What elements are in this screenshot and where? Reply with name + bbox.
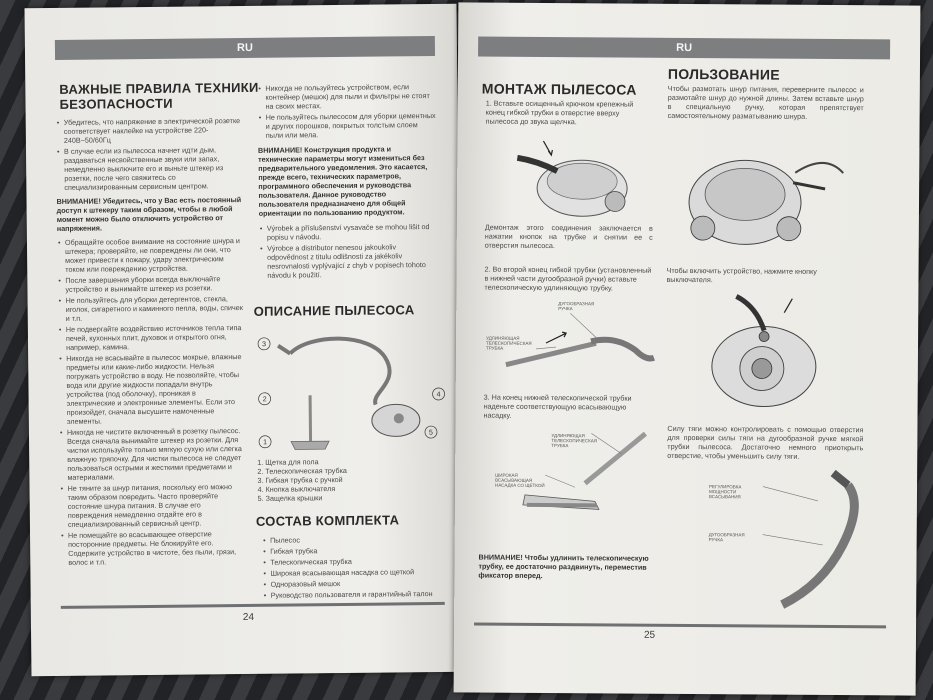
list-item: Не пользуйтесь пылесосом для уборки цеме… [266, 111, 436, 140]
diagram-number: 4 [437, 391, 441, 398]
safety-title-line-2: БЕЗОПАСНОСТИ [59, 95, 173, 112]
list-item: Никогда не пользуйтесь устройством, если… [265, 82, 435, 111]
footer-rule [60, 601, 445, 609]
parts-ordered-list: Щетка для пола Телескопическая трубка Ги… [255, 456, 445, 503]
list-item: Защелка крышки [266, 492, 446, 503]
diagram-number: 2 [263, 396, 267, 403]
list-item: Výrobek a příslušenství vysavače se moho… [267, 222, 437, 242]
kit-title: СОСТАВ КОМПЛЕКТА [255, 512, 400, 529]
safety-title-line-1: ВАЖНЫЕ ПРАВИЛА ТЕХНИКИ [59, 79, 259, 97]
list-item: Никогда не всасывайте в пылесос мокрые, … [66, 352, 245, 426]
mounting-title: МОНТАЖ ПЫЛЕСОСА [481, 80, 637, 98]
mount-step-3: 3. На конец нижней телескопической трубк… [483, 392, 632, 420]
language-band: RU [54, 35, 436, 60]
tube-callout: УДЛИНЯЮЩАЯ ТЕЛЕСКОПИЧЕСКАЯ ТРУБКА [485, 335, 532, 351]
usage-suction-text: Силу тяги можно контролировать с помощью… [667, 423, 864, 461]
mount-step-1: 1. Вставьте осищенный крючком крепежный … [485, 98, 634, 127]
cord-unwind-illustration [675, 132, 846, 255]
list-item: Не пользуйтесь для уборки детергентов, с… [66, 294, 244, 323]
kit-list: Пылесос Гибкая трубка Телескопическая тр… [262, 534, 449, 602]
nozzle-callout: ШИРОКАЯ ВСАСЫВАЮЩАЯ НАСАДКА СО ЩЕТКОЙ [495, 472, 545, 489]
safety-list-b: Обращайте особое внимание на состояние ш… [57, 236, 246, 567]
page-number: 25 [643, 629, 656, 641]
footer-rule [474, 622, 887, 629]
regulator-callout: РЕГУЛИРОВКА МОЩНОСТИ ВСАСЫВАНИЯ [708, 484, 742, 500]
left-page: RU ВАЖНЫЕ ПРАВИЛА ТЕХНИКИ БЕЗОПАСНОСТИ У… [24, 3, 464, 677]
list-item: Широкая всасывающая насадка со щеткой [270, 567, 448, 578]
safety-title: ВАЖНЫЕ ПРАВИЛА ТЕХНИКИ БЕЗОПАСНОСТИ [59, 80, 259, 112]
kit-items: Пылесос Гибкая трубка Телескопическая тр… [262, 534, 449, 600]
language-band: RU [478, 36, 891, 60]
warning-telescopic: ВНИМАНИЕ! Чтобы удлинить телескопическую… [478, 552, 649, 580]
tube-callout-2: УДЛИНЯЮЩАЯ ТЕЛЕСКОПИЧЕСКАЯ ТРУБКА [551, 433, 597, 449]
power-button-illustration [696, 286, 837, 417]
page-number: 24 [242, 611, 255, 624]
warning-access: ВНИМАНИЕ! Убедитесь, что у Вас есть пост… [56, 195, 242, 233]
list-item: Одноразовый мешок [271, 578, 449, 589]
list-item: Обращайте особое внимание на состояние ш… [65, 236, 243, 274]
mount-step-1-text: Вставьте осищенный крючком крепежный кон… [485, 98, 634, 127]
warning-changes: ВНИМАНИЕ! Конструкция продукта и техниче… [257, 144, 428, 218]
usage-title: ПОЛЬЗОВАНИЕ [667, 65, 780, 83]
list-item: Телескопическая трубка [270, 556, 448, 567]
suction-regulator-illustration [682, 464, 863, 615]
list-item: Výrobce a distributor nenesou jakoukoliv… [267, 242, 437, 279]
mount-step-2-text: Во второй конец гибкой трубки (установле… [484, 264, 652, 293]
list-item: Гибкая трубка [270, 545, 448, 555]
diagram-number: 3 [262, 341, 266, 348]
mount-step-2: 2. Во второй конец гибкой трубки (устано… [484, 264, 652, 293]
description-title: ОПИСАНИЕ ПЫЛЕСОСА [253, 302, 415, 319]
list-item: Руководство пользователя и гарантийный т… [271, 589, 449, 600]
list-item: После завершения уборки всегда выключайт… [65, 274, 243, 294]
mount-step-3-text: На конец нижней телескопической трубки н… [483, 392, 632, 420]
list-item: В случае если из пылесоса начнет идти ды… [64, 145, 242, 192]
diagram-number: 5 [429, 430, 433, 437]
list-item: Пылесос [270, 534, 448, 544]
handle-callout-2: ДУГООБРАЗНАЯ РУЧКА [708, 532, 745, 543]
czech-notes: Výrobek a příslušenství vysavače se moho… [259, 222, 438, 280]
list-item: Никогда не чистите включенный в розетку … [67, 426, 246, 482]
vacuum-hose-attach-illustration [507, 133, 638, 224]
safety-column-1: Убедитесь, что напряжение в электрическо… [56, 116, 247, 569]
right-page: RU МОНТАЖ ПЫЛЕСОСА 1. Вставьте осищенный… [453, 2, 921, 696]
usage-switch-text: Чтобы включить устройство, нажмите кнопк… [666, 265, 817, 285]
telescopic-tube-illustration [486, 295, 657, 376]
safety-list-a: Убедитесь, что напряжение в электрическо… [56, 116, 243, 192]
nozzle-illustration [495, 423, 656, 524]
parts-list: Щетка для пола Телескопическая трубка Ги… [255, 456, 445, 503]
list-item: Не помещайте во всасывающее отверстие по… [68, 529, 246, 567]
vacuum-parts-diagram: 3 2 1 4 5 [250, 322, 447, 454]
handle-callout: ДУГООБРАЗНАЯ РУЧКА [558, 301, 595, 312]
safety-list-c: Никогда не пользуйтесь устройством, если… [257, 82, 436, 140]
usage-cord-text: Чтобы размотать шнур питания, перевернит… [667, 83, 864, 121]
list-item: Не подвергайте воздействию источников те… [66, 323, 244, 352]
list-item: Не тяните за шнур питания, поскольку его… [67, 482, 245, 529]
diagram-number: 1 [263, 439, 267, 446]
mount-note: Демонтаж этого соединения заключается в … [484, 222, 653, 251]
safety-column-2: Никогда не пользуйтесь устройством, если… [257, 82, 437, 282]
list-item: Убедитесь, что напряжение в электрическо… [64, 116, 242, 145]
